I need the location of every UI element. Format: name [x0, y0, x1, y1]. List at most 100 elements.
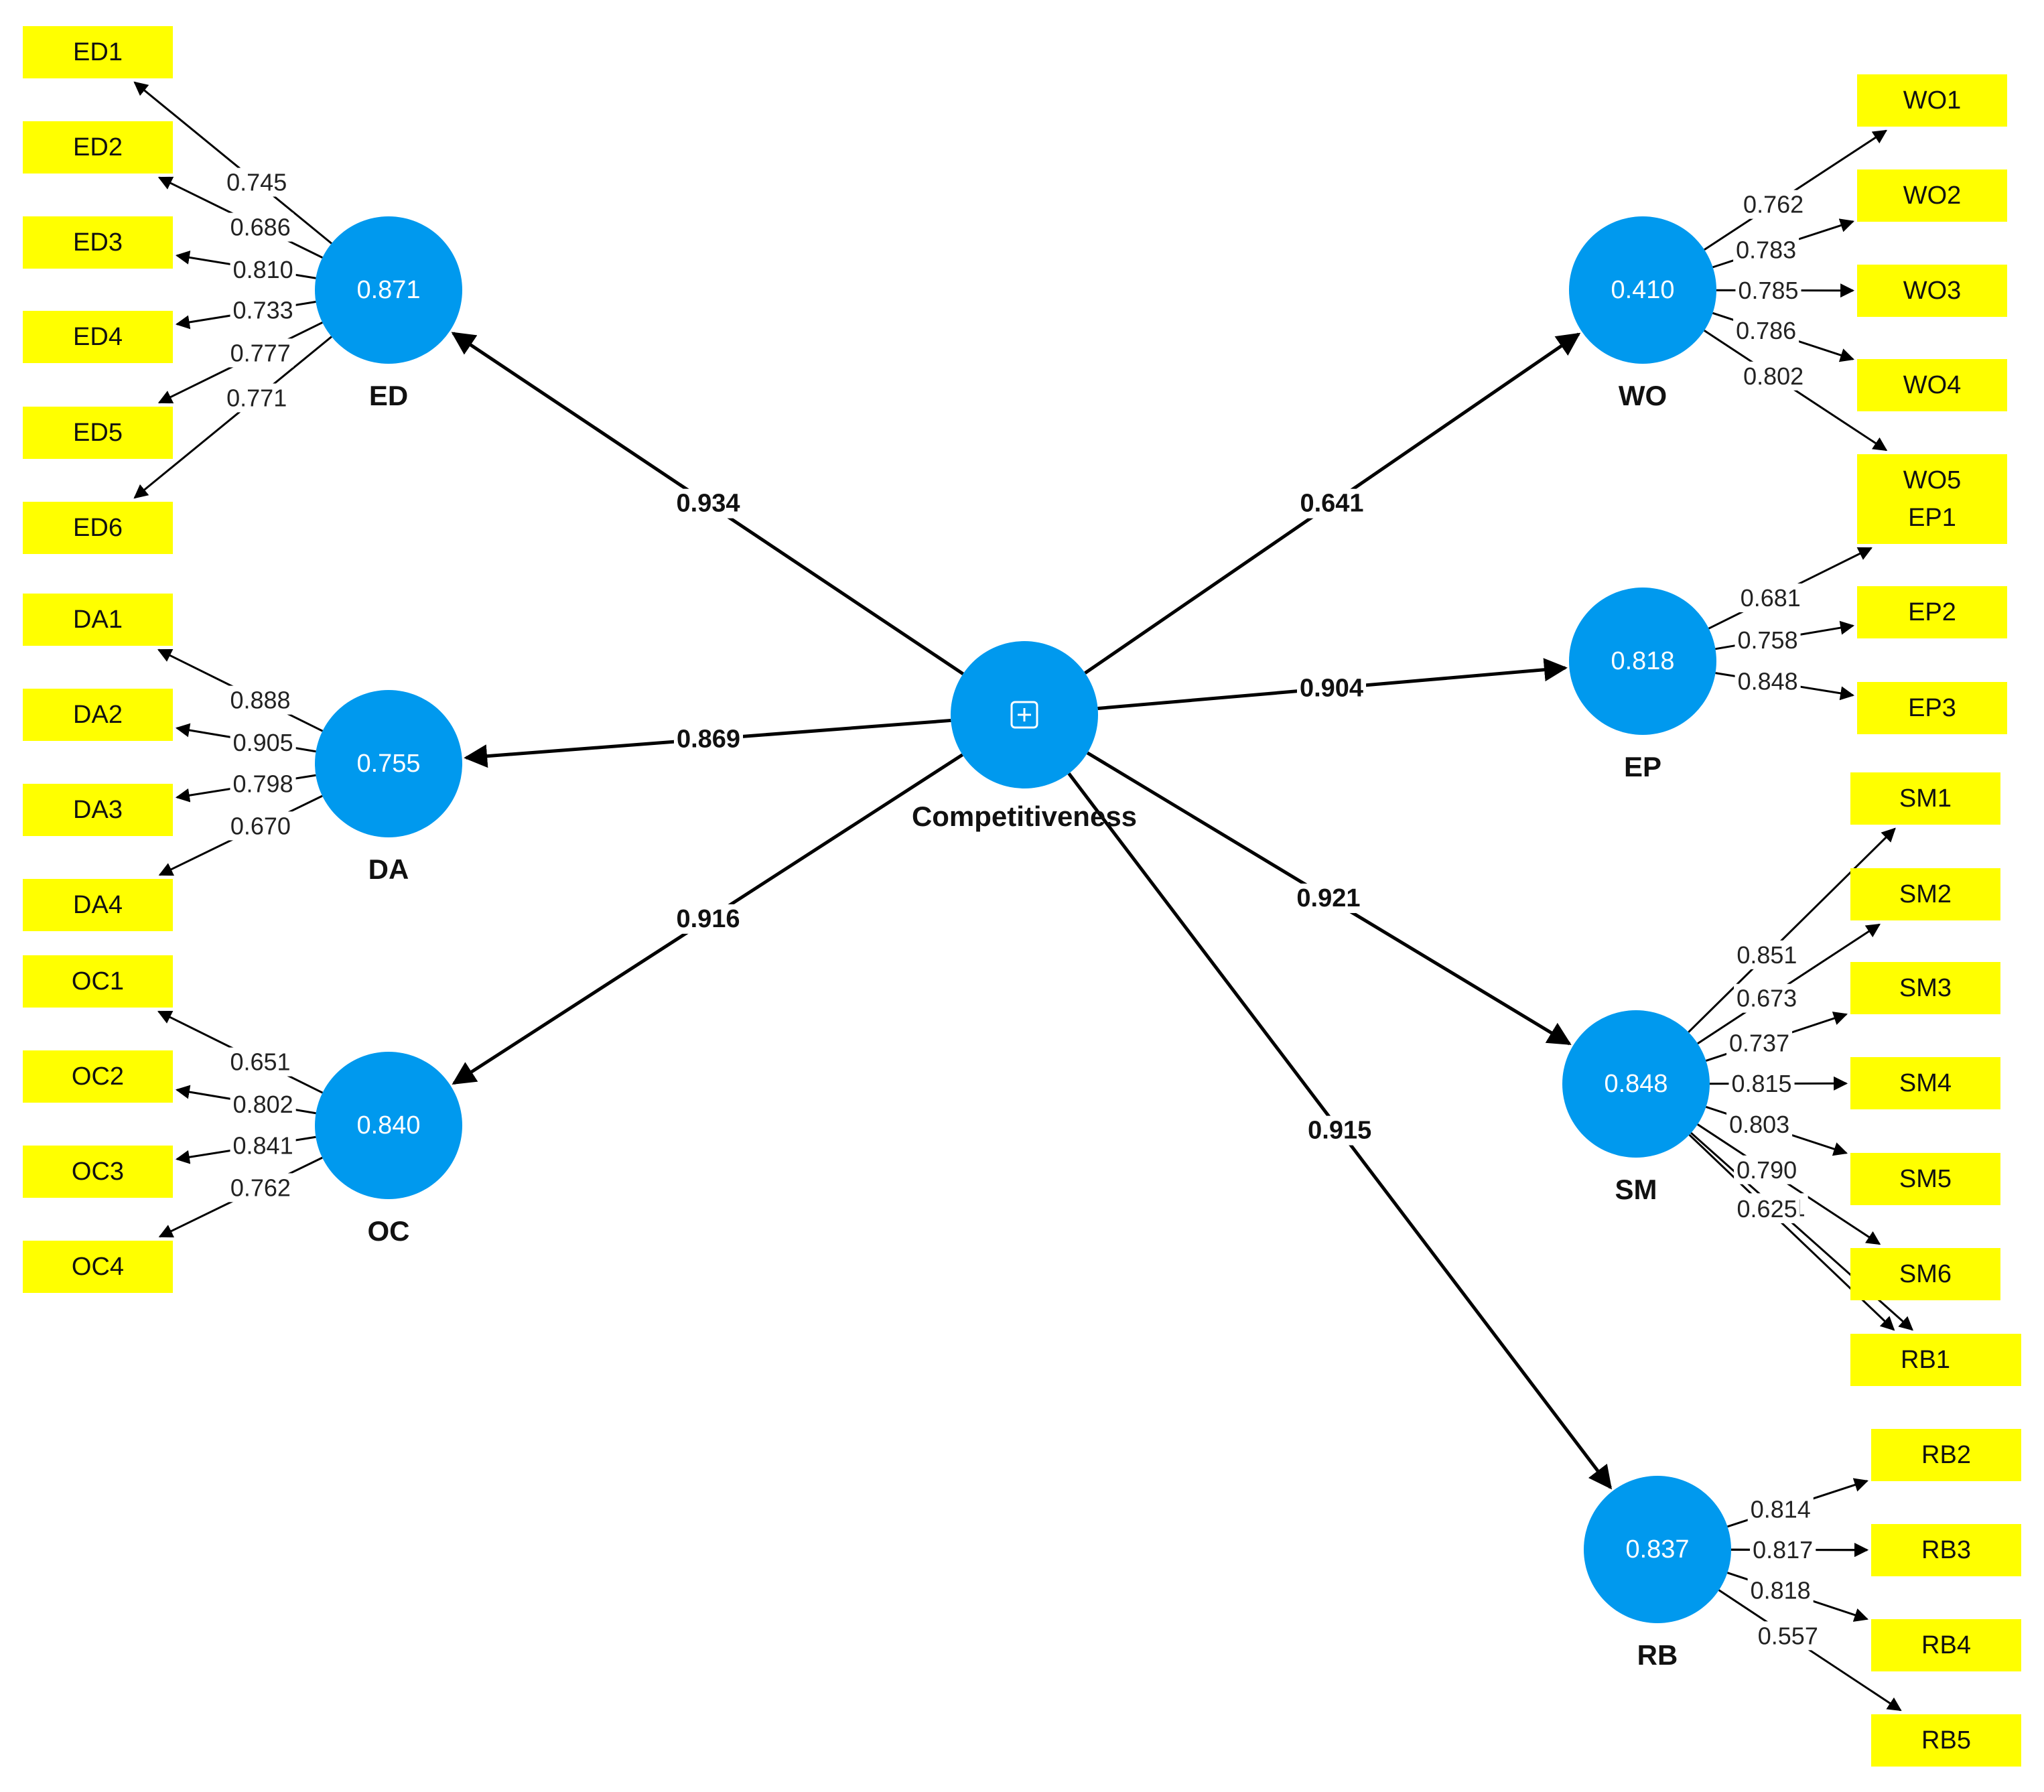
indicator-oc-1-box[interactable]	[23, 955, 173, 1008]
path-coefficient-da-group: 0.869	[673, 724, 744, 754]
loading-value-wo-3-bg	[1735, 275, 1801, 305]
loading-value-wo-2: 0.783	[1736, 236, 1796, 263]
path-coefficient-oc-bg	[673, 904, 743, 934]
indicator-rb-3-box[interactable]	[1871, 1524, 2021, 1576]
path-coefficient-rb-group: 0.915	[1305, 1115, 1375, 1146]
loading-value-sm-4: 0.815	[1731, 1070, 1791, 1097]
indicator-ed-1-box[interactable]	[23, 26, 173, 78]
indicator-rb-1-box[interactable]	[1871, 1429, 2021, 1481]
loading-value-sm-6-group: 0.790	[1734, 1155, 1800, 1184]
loading-value-rb-4: 0.818	[1751, 1576, 1811, 1604]
loading-value-da-1: 0.888	[230, 687, 290, 714]
indicator-ed-4-box[interactable]	[23, 311, 173, 363]
indicator-rb-5-label: RB5	[1921, 1726, 1971, 1754]
indicator-layer: ED1ED2ED3ED4ED5ED6DA1DA2DA3DA4OC1OC2OC3O…	[23, 26, 2021, 1767]
indicator-da-4-box[interactable]	[23, 879, 173, 931]
indicator-wo-4-box[interactable]	[1857, 359, 2007, 411]
loading-value-da-4: 0.670	[230, 812, 291, 839]
indicator-wo-2-box[interactable]	[1857, 169, 2007, 222]
indicator-ed-6-box[interactable]	[23, 502, 173, 554]
latent-name-rb: RB	[1637, 1639, 1678, 1671]
path-coefficient-ed-bg	[673, 488, 743, 519]
loading-value-sm-5-group: 0.803	[1726, 1110, 1793, 1140]
loading-value-rb-1-bg	[1747, 1495, 1814, 1524]
indicator-oc-2-box[interactable]	[23, 1050, 173, 1103]
loading-value-rb-5-group: 0.557	[1755, 1621, 1821, 1651]
indicator-sm-4-label: SM4	[1899, 1069, 1952, 1097]
loading-value-sm-1-bg	[1734, 940, 1800, 969]
loading-value-oc-3-group: 0.841	[230, 1131, 296, 1160]
loading-value-wo-3-group: 0.785	[1735, 275, 1801, 305]
indicator-sm-3-box[interactable]	[1850, 962, 2000, 1014]
loading-value-da-1-bg	[227, 685, 293, 715]
indicator-ed-3-box[interactable]	[23, 216, 173, 269]
loading-value-oc-1-bg	[227, 1047, 293, 1077]
indicator-ed-5-box[interactable]	[23, 407, 173, 459]
path-coefficient-wo: 0.641	[1300, 490, 1363, 518]
loading-value-sm-6: 0.790	[1736, 1156, 1797, 1184]
indicator-ep-2-box[interactable]	[1857, 586, 2007, 638]
loading-value-sm-8: 0.625	[1737, 1195, 1797, 1223]
latent-circle-wo[interactable]	[1569, 216, 1716, 364]
indicator-sm-1-label: SM1	[1899, 784, 1952, 813]
loading-value-rb-4-group: 0.818	[1747, 1576, 1814, 1605]
indicator-sm-2-box[interactable]	[1850, 868, 2000, 920]
loading-value-sm-8-bg	[1734, 1194, 1800, 1224]
loading-value-sm-6-bg	[1734, 1155, 1800, 1184]
label-layer: Competitiveness0.934ED0.7450.6860.8100.7…	[224, 167, 1821, 1671]
indicator-rb-1-label: RB2	[1921, 1441, 1971, 1469]
indicator-sm-1-box[interactable]	[1850, 772, 2000, 825]
loading-value-da-2-bg	[230, 728, 296, 757]
indicator-oc-1-label: OC1	[72, 967, 124, 995]
loading-value-sm-5: 0.803	[1729, 1111, 1789, 1138]
indicator-da-2-box[interactable]	[23, 689, 173, 741]
indicator-rb-5-box[interactable]	[1871, 1714, 2021, 1767]
indicator-ed-2-box[interactable]	[23, 121, 173, 174]
indicator-sm-6-box[interactable]	[1850, 1248, 2000, 1300]
latent-circle-sm[interactable]	[1562, 1010, 1710, 1158]
latent-circle-ed[interactable]	[315, 216, 462, 364]
latent-circle-oc[interactable]	[315, 1052, 462, 1199]
loading-value-oc-4-bg	[227, 1173, 293, 1202]
indicator-rb-4-box[interactable]	[1871, 1619, 2021, 1671]
indicator-ep-3-box[interactable]	[1857, 682, 2007, 734]
indicator-sm-5-box[interactable]	[1850, 1153, 2000, 1205]
latent-value-da: 0.755	[356, 750, 420, 778]
indicator-ed-4-label: ED4	[73, 323, 123, 351]
loading-value-rb-1-group: 0.814	[1747, 1495, 1814, 1524]
path-coefficient-ep-bg	[1296, 673, 1367, 703]
indicator-sm-8-box[interactable]	[1850, 1334, 2000, 1386]
loading-value-wo-1-group: 0.762	[1741, 190, 1807, 219]
indicator-oc-2-label: OC2	[72, 1062, 124, 1091]
loading-value-rb-3: 0.817	[1753, 1536, 1813, 1564]
loading-value-ep-1-bg	[1737, 583, 1803, 613]
loading-value-wo-2-bg	[1733, 235, 1799, 265]
latent-circle-ep[interactable]	[1569, 588, 1716, 735]
indicator-ep-1-box[interactable]	[1857, 492, 2007, 544]
loading-value-ed-1-bg	[224, 167, 290, 197]
indicator-ed-2-label: ED2	[73, 133, 123, 161]
loading-value-ep-1-group: 0.681	[1737, 583, 1803, 613]
latent-circle-rb[interactable]	[1584, 1476, 1731, 1623]
loading-value-ed-5-group: 0.777	[227, 338, 293, 368]
indicator-oc-3-box[interactable]	[23, 1146, 173, 1198]
path-coefficient-rb: 0.915	[1308, 1117, 1371, 1145]
loading-value-ep-2-bg	[1734, 625, 1801, 654]
indicator-wo-3-box[interactable]	[1857, 265, 2007, 317]
indicator-da-3-box[interactable]	[23, 784, 173, 836]
indicator-wo-3-label: WO3	[1903, 277, 1962, 305]
indicator-wo-1-box[interactable]	[1857, 74, 2007, 127]
loading-value-ed-4-group: 0.733	[230, 295, 296, 325]
loading-value-sm-1: 0.851	[1736, 941, 1797, 969]
latent-circle-da[interactable]	[315, 690, 462, 837]
latent-name-ed: ED	[369, 380, 408, 411]
indicator-oc-4-box[interactable]	[23, 1241, 173, 1293]
loading-value-oc-3: 0.841	[233, 1131, 293, 1159]
loading-value-sm-3-group: 0.737	[1726, 1028, 1793, 1058]
indicator-da-1-box[interactable]	[23, 594, 173, 646]
loading-value-ed-1: 0.745	[226, 169, 287, 196]
indicator-sm-4-box[interactable]	[1850, 1057, 2000, 1109]
loading-value-rb-5: 0.557	[1758, 1622, 1818, 1649]
loading-value-oc-4-group: 0.762	[227, 1173, 293, 1202]
